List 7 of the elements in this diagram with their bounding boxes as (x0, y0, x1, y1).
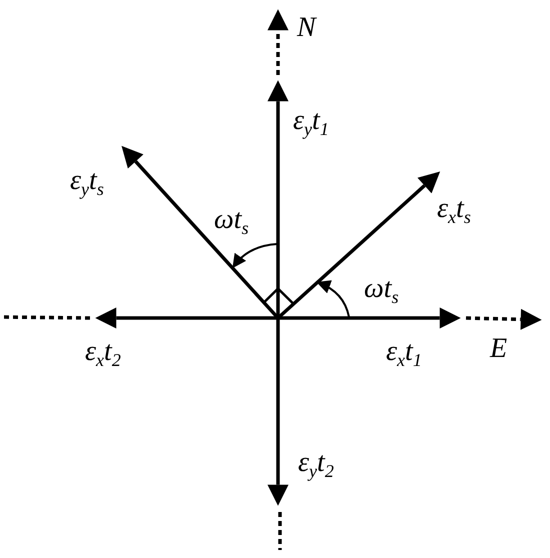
math-label: ε$_{x}$t$_{s}$ (437, 195, 471, 223)
math-label: ε$_{x}$t$_{1}$ (386, 338, 422, 366)
math-label: E (490, 335, 508, 363)
math-label: N (297, 14, 316, 42)
math-label: ε$_{x}$t$_{2}$ (85, 338, 121, 366)
math-label: ωt$_{s}$ (364, 275, 399, 303)
math-label: ωt$_{s}$ (214, 206, 249, 234)
